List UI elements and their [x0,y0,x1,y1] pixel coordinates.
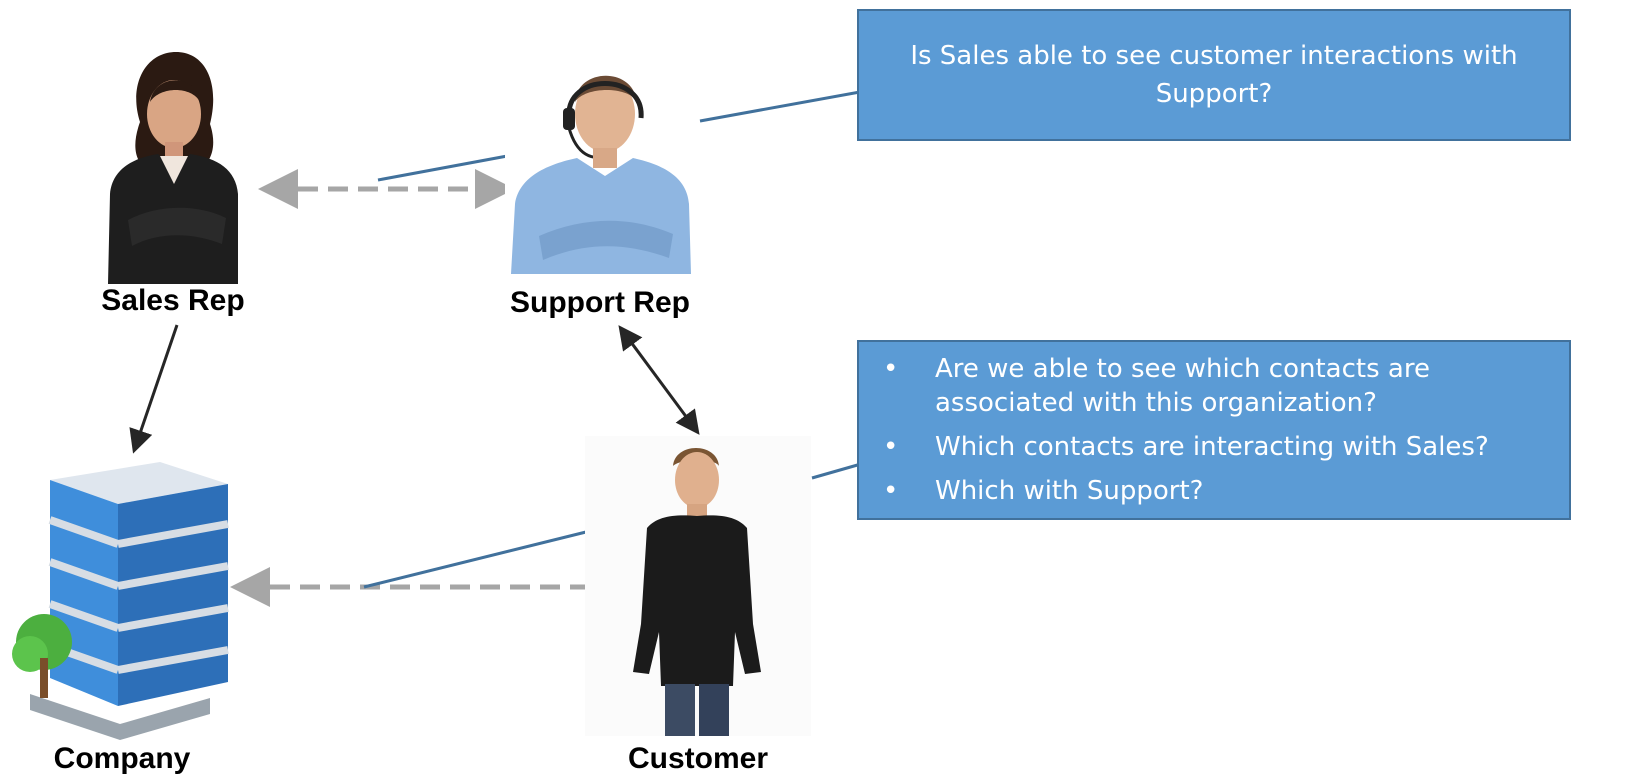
list-item: •Which contacts are interacting with Sal… [883,432,1489,462]
list-item: •Are we able to see which contacts are a… [883,354,1430,418]
question-text: Which contacts are interacting with Sale… [935,432,1489,462]
sales-company-arrow [129,324,179,454]
support-rep-label: Support Rep [510,286,690,319]
customer-person-icon [585,436,811,736]
callout-2-pointer-b [363,530,587,589]
support-rep-node: Support Rep [505,52,695,319]
question-text: Which with Support? [935,476,1204,506]
callout-1-pointer-b [377,152,519,182]
office-building-icon [12,462,229,740]
contacts-questions-callout: •Are we able to see which contacts are a… [857,340,1571,520]
support-customer-arrow [618,325,700,435]
company-node: Company [10,458,236,775]
contacts-questions-list: •Are we able to see which contacts are a… [879,352,1569,508]
sales-rep-label: Sales Rep [101,284,245,317]
support-visibility-callout: Is Sales able to see customer interactio… [857,9,1571,141]
support-visibility-question: Is Sales able to see customer interactio… [910,41,1518,109]
support-agent-headset-icon [505,52,695,274]
question-text: Are we able to see which contacts are as… [935,354,1430,418]
businesswoman-icon [108,52,238,284]
company-label: Company [53,742,191,775]
sales-rep-node: Sales Rep [88,44,258,317]
customer-node: Customer [585,436,811,775]
customer-label: Customer [627,742,769,775]
callout-1-pointer-a [699,86,883,123]
list-item: •Which with Support? [883,476,1204,506]
